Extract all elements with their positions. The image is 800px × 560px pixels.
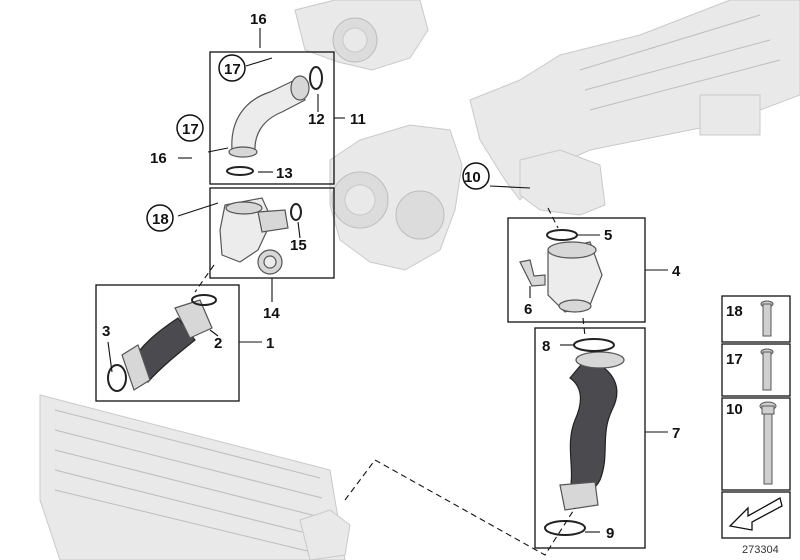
callout-6: 6 [524, 301, 532, 318]
assembly-box-1 [95, 284, 240, 402]
callout-9: 9 [606, 525, 614, 542]
callout-16-top: 16 [250, 11, 267, 28]
bolt-short-icon [760, 300, 774, 337]
seal-ring-8 [573, 338, 615, 352]
leader-lines [107, 28, 668, 533]
seal-ring-9 [544, 520, 586, 536]
callout-4: 4 [672, 263, 681, 280]
callout-14: 14 [263, 305, 280, 322]
callout-labels: 16 17 12 11 17 16 13 18 15 14 2 1 3 10 5… [102, 11, 681, 542]
legend-number-18: 18 [726, 303, 743, 320]
legend-cell-arrow [721, 491, 791, 539]
callout-18: 18 [152, 211, 169, 228]
callout-10: 10 [464, 169, 481, 186]
legend-cell-17 [721, 343, 791, 397]
callout-18-circle: 18 [146, 204, 174, 232]
seal-ring-13 [226, 166, 254, 176]
direction-arrow-icon [728, 497, 783, 531]
connection-line-right [582, 317, 586, 337]
charge-hose-7 [544, 338, 625, 536]
callout-2: 2 [214, 335, 222, 352]
assembly-box-7 [534, 327, 646, 549]
connection-line-manifold [547, 207, 559, 229]
bolt-medium-icon [760, 348, 774, 391]
callout-17-top-circle: 17 [218, 54, 246, 82]
charge-hose-1 [107, 294, 217, 392]
callout-17-top: 17 [224, 61, 241, 78]
sensor-housing-4 [519, 229, 603, 313]
intercooler-ghost [39, 394, 351, 560]
seal-ring-3 [107, 364, 127, 392]
charge-pipe-11 [226, 66, 323, 176]
callout-8: 8 [542, 338, 550, 355]
callout-3: 3 [102, 323, 110, 340]
bolt-legend: 18 17 10 [721, 295, 791, 539]
callout-1: 1 [266, 335, 274, 352]
callout-16-mid: 16 [150, 150, 167, 167]
legend-cell-18 [721, 295, 791, 343]
seal-ring-12 [309, 66, 323, 90]
valve-housing-14 [219, 197, 302, 275]
callout-15: 15 [290, 237, 307, 254]
callout-12: 12 [308, 111, 325, 128]
connection-line-top [194, 264, 215, 293]
drawing-number: 273304 [742, 544, 779, 556]
bolt-long-icon [759, 401, 777, 485]
seal-ring-15 [290, 203, 302, 221]
callout-5: 5 [604, 227, 612, 244]
legend-number-17: 17 [726, 351, 743, 368]
callout-17-mid: 17 [182, 121, 199, 138]
legend-cell-10 [721, 397, 791, 491]
callout-13: 13 [276, 165, 293, 182]
callout-17-mid-circle: 17 [176, 114, 204, 142]
callout-7: 7 [672, 425, 680, 442]
callout-10-circle: 10 [462, 162, 490, 190]
turbocharger-lower-ghost [329, 124, 463, 271]
callout-11: 11 [350, 111, 366, 128]
seal-ring-5 [546, 229, 578, 241]
turbocharger-upper-ghost [294, 0, 429, 71]
throttle-housing-ghost [519, 149, 606, 216]
connection-line-bottom [344, 459, 576, 556]
sensor-6 [519, 259, 546, 287]
legend-number-10: 10 [726, 401, 743, 418]
intake-manifold-ghost [469, 0, 800, 201]
seal-ring-2 [191, 294, 217, 306]
